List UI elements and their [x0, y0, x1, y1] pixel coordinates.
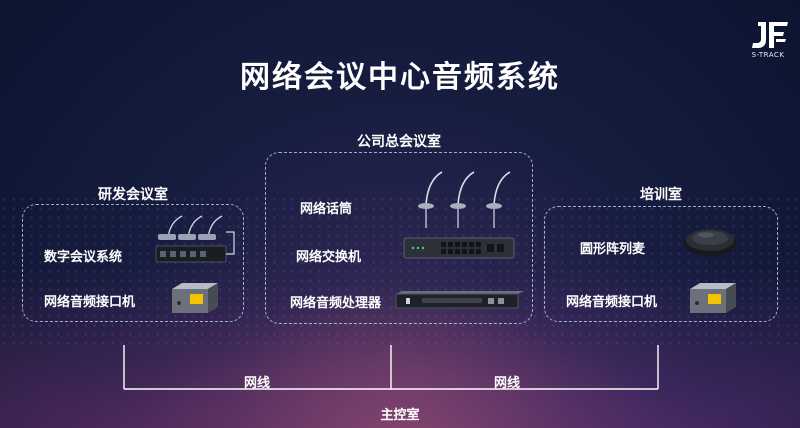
training-audio-interface-box-icon — [690, 283, 736, 313]
audio-processor-icon — [395, 291, 524, 309]
page-title: 网络会议中心音频系统 — [240, 60, 560, 95]
room-main-hall — [265, 152, 533, 324]
label-network-mic: 网络话筒 — [300, 202, 353, 217]
gooseneck-mics-icon — [418, 171, 511, 228]
logo-mark-icon — [752, 22, 788, 48]
network-wiring-lines — [123, 345, 659, 390]
conference-mic-set-icon — [155, 215, 235, 263]
network-switch-icon — [403, 237, 515, 259]
room-title-rd: 研发会议室 — [98, 187, 168, 203]
label-network-processor: 网络音频处理器 — [290, 296, 382, 311]
link-label-right: 网线 — [494, 376, 521, 391]
label-rd-audio-interface: 网络音频接口机 — [44, 295, 136, 310]
label-round-array-mic: 圆形阵列麦 — [580, 242, 646, 257]
room-title-training: 培训室 — [640, 187, 682, 203]
brand-logo: S-TRACK — [744, 20, 792, 59]
room-title-main-hall: 公司总会议室 — [357, 134, 441, 150]
room-training — [544, 206, 778, 322]
logo-text: S-TRACK — [751, 51, 785, 59]
label-digital-conference: 数字会议系统 — [44, 250, 123, 265]
label-network-switch: 网络交换机 — [296, 250, 362, 265]
control-room-label: 主控室 — [380, 408, 420, 423]
room-rd — [22, 204, 244, 322]
background-dots — [0, 195, 800, 345]
round-array-mic-icon — [684, 229, 736, 256]
link-label-left: 网线 — [244, 376, 271, 391]
rd-audio-interface-box-icon — [172, 283, 218, 313]
label-training-audio-interface: 网络音频接口机 — [566, 295, 658, 310]
